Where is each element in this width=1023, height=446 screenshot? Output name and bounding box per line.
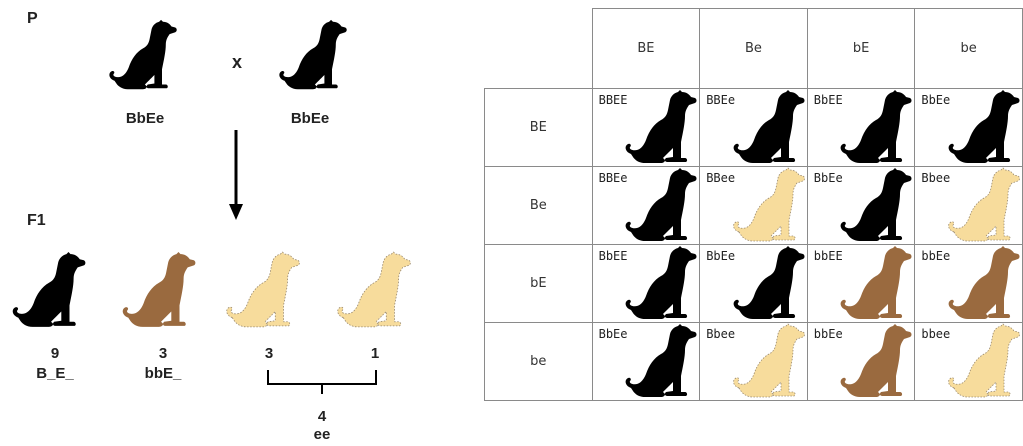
cell-genotype: bbEe — [921, 249, 951, 263]
cell-dog-icon — [836, 244, 916, 324]
punnett-row: BE BBEE BBEe BbEE BbEe — [484, 88, 1023, 168]
punnett-cell: Bbee — [699, 322, 809, 402]
cell-dog-icon — [944, 166, 1023, 246]
cell-genotype: Bbee — [921, 171, 951, 185]
cell-dog-icon — [836, 166, 916, 246]
punnett-cell: BbEe — [591, 322, 701, 402]
cell-genotype: BBee — [706, 171, 736, 185]
cross-symbol: x — [232, 52, 243, 72]
cell-genotype: bbEE — [813, 249, 843, 263]
f1-yellow-dog-icon-2 — [333, 250, 415, 332]
cell-genotype: BbEE — [813, 93, 843, 107]
cell-genotype: BbEe — [921, 93, 951, 107]
cell-genotype: Bbee — [706, 327, 736, 341]
f1-black-dog-icon — [8, 250, 90, 332]
col-header: BE — [591, 8, 701, 89]
punnett-cell: bbee — [914, 322, 1023, 402]
cell-dog-icon — [621, 244, 701, 324]
f1-count-black: 9 — [50, 345, 60, 362]
cell-dog-icon — [621, 166, 701, 246]
punnett-cell: BBEE — [591, 88, 701, 168]
f1-genotype-brown: bbE_ — [144, 365, 182, 382]
punnett-cell: bbEe — [806, 322, 916, 402]
col-header: Be — [699, 8, 808, 89]
col-header: be — [914, 8, 1023, 89]
cell-dog-icon — [729, 88, 809, 168]
cell-dog-icon — [621, 88, 701, 168]
parent-right-genotype: BbEe — [290, 110, 330, 127]
punnett-cell: BBEe — [591, 166, 701, 246]
cell-genotype: BbEe — [706, 249, 736, 263]
generation-label-f1: F1 — [27, 212, 46, 229]
punnett-row: be BbEe Bbee bbEe bbee — [484, 322, 1023, 402]
cell-genotype: bbEe — [813, 327, 843, 341]
parent-left-genotype: BbEe — [125, 110, 165, 127]
ee-genotype: ee — [313, 426, 331, 443]
punnett-cell: bbEE — [806, 244, 916, 324]
punnett-cell: BBee — [699, 166, 809, 246]
cell-dog-icon — [944, 244, 1023, 324]
cell-genotype: BBEe — [706, 93, 736, 107]
punnett-cell: BbEe — [914, 88, 1023, 168]
cell-genotype: BBEE — [598, 93, 628, 107]
f1-count-yellow: 3 — [264, 345, 274, 362]
row-header: bE — [484, 244, 593, 323]
col-header: bE — [806, 8, 916, 89]
cell-dog-icon — [836, 322, 916, 402]
row-header: Be — [484, 166, 593, 245]
punnett-row: Be BBEe BBee BbEe Bbee — [484, 166, 1023, 246]
punnett-corner — [484, 8, 593, 89]
f1-yellow-dog-icon — [222, 250, 304, 332]
punnett-cell: Bbee — [914, 166, 1023, 246]
punnett-cell: BbEE — [806, 88, 916, 168]
f1-brown-dog-icon — [118, 250, 200, 332]
cell-dog-icon — [621, 322, 701, 402]
f1-count-brown: 3 — [158, 345, 168, 362]
down-arrow-icon — [229, 130, 243, 220]
cell-dog-icon — [944, 322, 1023, 402]
punnett-cell: BbEe — [806, 166, 916, 246]
cell-genotype: BbEe — [598, 327, 628, 341]
parent-left-dog-icon — [105, 18, 181, 94]
cell-genotype: BBEe — [598, 171, 628, 185]
punnett-square: BE Be bE be BE BBEE BBEe BbEE BbEe Be BB… — [484, 8, 1023, 401]
punnett-row: bE BbEE BbEe bbEE bbEe — [484, 244, 1023, 324]
row-header: be — [484, 322, 593, 401]
punnett-cell: BbEE — [591, 244, 701, 324]
cell-genotype: bbee — [921, 327, 951, 341]
cell-dog-icon — [729, 322, 809, 402]
row-header: BE — [484, 88, 593, 167]
ee-total: 4 — [317, 408, 327, 425]
punnett-cell: bbEe — [914, 244, 1023, 324]
punnett-cell: BBEe — [699, 88, 809, 168]
cell-genotype: BbEE — [598, 249, 628, 263]
generation-label-p: P — [27, 10, 38, 27]
f1-genotype-black: B_E_ — [36, 365, 74, 382]
parent-right-dog-icon — [275, 18, 351, 94]
cell-genotype: BbEe — [813, 171, 843, 185]
f1-count-yellow-2: 1 — [370, 345, 380, 362]
cell-dog-icon — [729, 166, 809, 246]
punnett-cell: BbEe — [699, 244, 809, 324]
ee-bracket — [267, 370, 377, 394]
cell-dog-icon — [944, 88, 1023, 168]
cell-dog-icon — [836, 88, 916, 168]
cell-dog-icon — [729, 244, 809, 324]
